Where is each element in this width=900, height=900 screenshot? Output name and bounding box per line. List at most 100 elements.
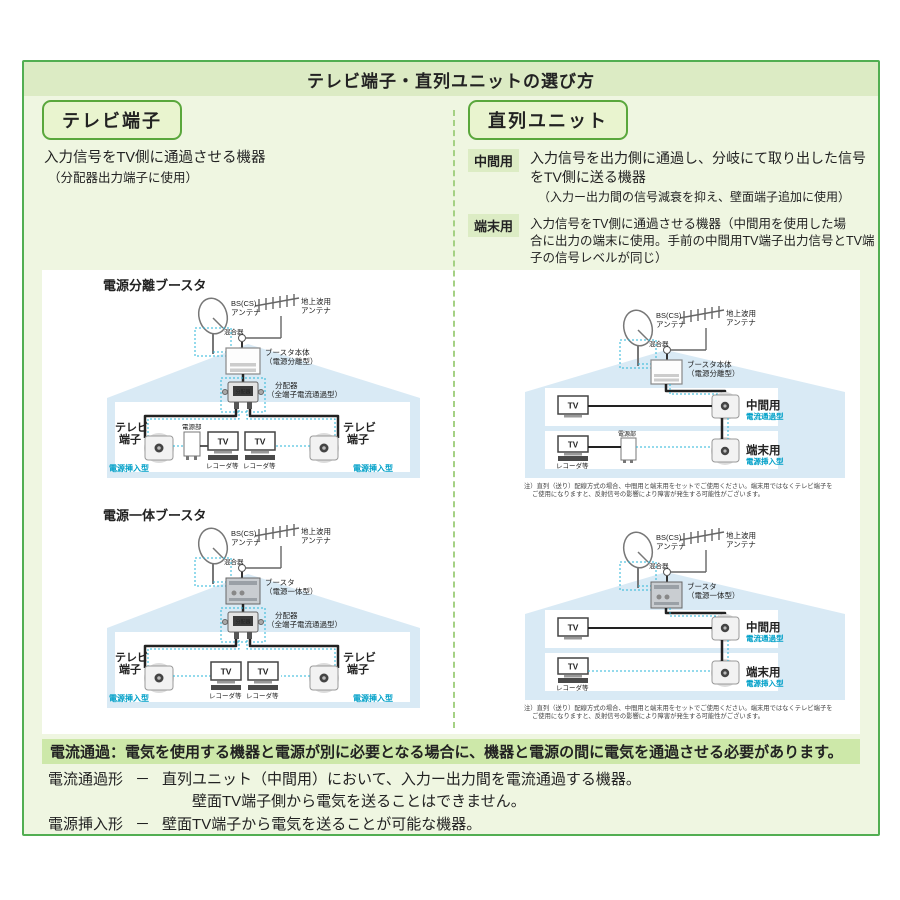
- wall-plate-icon: [144, 663, 174, 693]
- tv-label: TV: [568, 441, 579, 450]
- tv-icon: TV: [210, 661, 242, 690]
- booster-separate-icon: [225, 347, 261, 375]
- mixer-icon: [663, 568, 671, 576]
- tv-icon: TV: [557, 617, 589, 640]
- booster-label: ブースタ本体: [687, 359, 732, 369]
- booster-label2: （電源分離型）: [265, 356, 318, 366]
- cable-line: [248, 639, 340, 668]
- booster-label: ブースタ: [265, 577, 295, 587]
- terrestrial-label2: アンテナ: [301, 306, 331, 315]
- tv-icon: TV: [247, 661, 279, 690]
- note-line2: ご使用になりますと、反射信号の影響により障害が発生する可能性がございます。: [532, 489, 764, 498]
- bs-antenna-label: BS(CS): [231, 529, 257, 538]
- booster-label2: （電源一体型）: [687, 590, 740, 600]
- power-line: [246, 410, 336, 436]
- mid-use-line1: 入力信号を出力側に通過し、分岐にて取り出した信号: [530, 150, 866, 166]
- end-use-line3: 子の信号レベルが同じ）: [530, 251, 668, 265]
- footer-row1-dash: －: [135, 771, 151, 788]
- tv-label: TV: [258, 667, 269, 677]
- tv-icon: TV: [557, 657, 589, 683]
- page-title: テレビ端子・直列ユニットの選び方: [24, 62, 878, 96]
- mid-use-line3: （入力ー出力間の信号減衰を抑え、壁面端子追加に使用）: [538, 190, 851, 204]
- tv-terminal-desc-sub: （分配器出力端子に使用）: [48, 171, 199, 185]
- recorder-icon: [558, 678, 588, 683]
- bs-antenna-label: BS(CS): [656, 311, 682, 320]
- mixer-label: 混合器: [224, 557, 244, 566]
- booster-label2: （電源一体型）: [265, 586, 318, 596]
- power-insert-label: 電源挿入型: [746, 678, 784, 688]
- power-unit-label: 電源部: [618, 430, 636, 438]
- recorder-label: レコーダ等: [206, 461, 239, 470]
- splitter-label2: （全端子電流通過型）: [267, 389, 342, 399]
- diagram-series-separate: BS(CS) アンテナ 地上波用 アンテナ 混合器 ブースタ本体 （電源分離型）: [524, 306, 845, 498]
- recorder-icon: [208, 455, 238, 460]
- cable-line: [143, 639, 238, 668]
- tv-terminal-label: テレビ: [115, 650, 148, 664]
- footer-row2: 電源挿入形 － 壁面TV端子から電気を送ることが可能な機器。: [48, 813, 481, 834]
- splitter-icon: 分配器: [220, 607, 266, 643]
- terrestrial-label2: アンテナ: [301, 536, 331, 545]
- terrestrial-antenna-icon: [671, 306, 725, 351]
- bs-dish-icon: [194, 527, 232, 587]
- power-unit-icon: [183, 431, 201, 460]
- diagram-title: 電源分離ブースタ: [103, 278, 206, 293]
- note-line1: 注）直列（送り）配線方式の場合、中間用と端末用をセットでご使用ください。端末用で…: [524, 703, 833, 712]
- booster-label: ブースタ: [687, 581, 717, 591]
- recorder-label: レコーダ等: [246, 691, 279, 700]
- recorder-icon: [245, 455, 275, 460]
- terrestrial-antenna-icon: [671, 528, 725, 573]
- end-use-line1: 入力信号をTV側に通過させる機器（中間用を使用した場: [530, 217, 846, 231]
- splitter-label: 分配器: [275, 611, 298, 620]
- cable-line: [143, 409, 238, 438]
- mixer-icon: [663, 346, 671, 354]
- footer-row2-dash: －: [135, 816, 151, 833]
- tv-terminal-label: テレビ: [115, 420, 148, 434]
- tv-terminal-label: テレビ: [343, 420, 376, 434]
- mid-use-line2: をTV側に送る機器: [530, 169, 646, 185]
- bs-antenna-label2: アンテナ: [656, 320, 686, 329]
- current-pass-label: 電流通過型: [746, 633, 784, 643]
- terrestrial-label: 地上波用: [726, 530, 756, 540]
- terrestrial-label: 地上波用: [301, 526, 331, 536]
- bs-dish-icon: [619, 309, 657, 369]
- tv-terminal-label2: 端子: [119, 662, 141, 676]
- series-unit-header: 直列ユニット: [468, 100, 628, 140]
- end-use-line2: 合に出力の端末に使用。手前の中間用TV端子出力信号とTV端: [530, 234, 875, 248]
- footer-row1: 電流通過形 － 直列ユニット（中間用）において、入力ー出力間を電流通過する機器。: [48, 768, 641, 789]
- end-use-diagram-label: 端末用: [746, 665, 781, 679]
- tv-icon: TV: [244, 431, 276, 460]
- mixer-label: 混合器: [649, 561, 669, 570]
- tv-icon: TV: [557, 395, 589, 418]
- booster-integrated-icon: [225, 577, 261, 605]
- recorder-label: レコーダ等: [243, 461, 276, 470]
- tv-label: TV: [568, 663, 579, 672]
- tv-label: TV: [255, 437, 266, 447]
- tv-label: TV: [568, 623, 579, 633]
- footer-row2-term: 電源挿入形: [48, 816, 124, 833]
- footer-row1-text: 直列ユニット（中間用）において、入力ー出力間を電流通過する機器。: [162, 771, 641, 788]
- tv-terminal-desc: 入力信号をTV側に通過させる機器: [44, 150, 266, 166]
- terrestrial-antenna-icon: [246, 294, 300, 339]
- tv-terminal-label: テレビ: [343, 650, 376, 664]
- tv-terminal-label2: 端子: [347, 662, 369, 676]
- mixer-label: 混合器: [649, 339, 669, 348]
- note-line2: ご使用になりますと、反射信号の影響により障害が発生する可能性がございます。: [532, 711, 764, 720]
- footer-row2-text: 壁面TV端子から電気を送ることが可能な機器。: [162, 816, 482, 833]
- diagram-power-separate-booster: 電源分離ブースタ BS(CS) アンテナ 地上波用 アンテナ 混合器: [103, 278, 420, 478]
- mid-use-diagram-label: 中間用: [746, 620, 781, 634]
- tv-label: TV: [218, 437, 229, 447]
- wall-plate-icon: [711, 392, 740, 420]
- mid-use-label: 中間用: [468, 149, 520, 172]
- wall-plate-icon: [711, 614, 740, 642]
- footer-row1-text2: 壁面TV端子側から電気を送ることはできません。: [192, 793, 526, 810]
- power-unit-icon: [620, 437, 637, 463]
- wall-plate-icon: [711, 437, 740, 465]
- power-insert-label: 電源挿入型: [746, 456, 784, 466]
- power-unit-label: 電源部: [182, 422, 202, 431]
- bs-antenna-label: BS(CS): [231, 299, 257, 308]
- booster-label2: （電源分離型）: [687, 368, 740, 378]
- power-line: [246, 640, 336, 666]
- current-pass-label: 電流通過型: [746, 411, 784, 421]
- splitter-device-label: 分配器: [235, 389, 250, 396]
